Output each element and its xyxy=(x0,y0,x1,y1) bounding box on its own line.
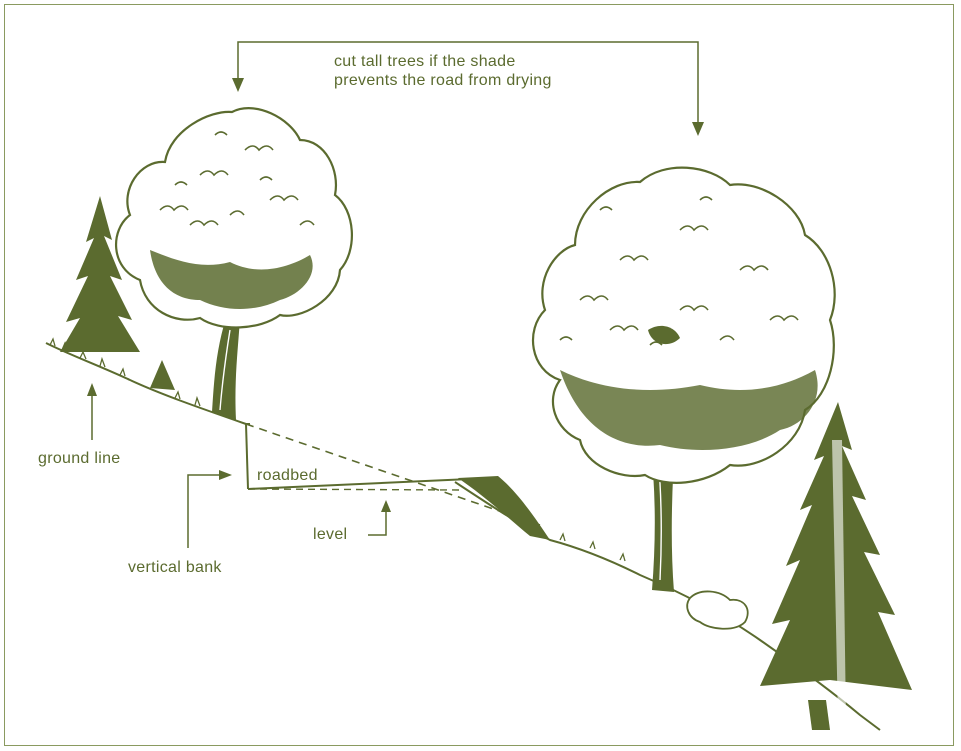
level-arrowhead xyxy=(381,500,391,512)
caption-line-2: prevents the road from drying xyxy=(334,71,552,90)
vertical-bank-arrowhead xyxy=(219,470,232,480)
right-tree-icon xyxy=(533,168,835,592)
vertical-bank-arrow xyxy=(188,475,225,548)
right-tree-arrowhead xyxy=(692,122,704,136)
vertical-bank-label: vertical bank xyxy=(128,559,222,577)
left-tree-arrowhead xyxy=(232,78,244,92)
level-dashed xyxy=(248,489,460,490)
right-conifer-icon xyxy=(760,402,912,730)
rocks-icon xyxy=(687,591,747,628)
level-label: level xyxy=(313,526,347,544)
ground-line-arrowhead xyxy=(87,383,97,396)
vertical-bank-line xyxy=(246,424,248,489)
fill-slope xyxy=(458,476,550,540)
caption-line-1: cut tall trees if the shade xyxy=(334,52,516,71)
ground-line-label: ground line xyxy=(38,450,120,468)
left-tree-icon xyxy=(116,108,352,420)
roadbed-label: roadbed xyxy=(257,467,318,485)
